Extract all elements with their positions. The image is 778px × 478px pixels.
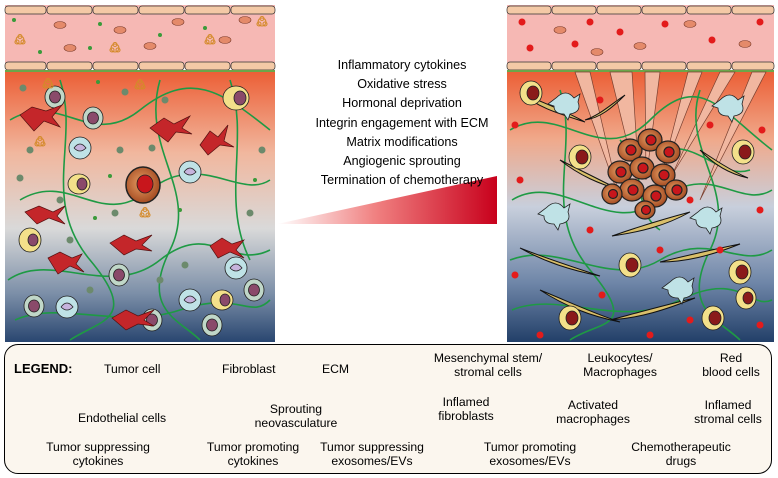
legend-label-suppressing-exosomes-line1: Tumor suppressing [320,440,424,454]
stimulus-item: Integrin engagement with ECM [315,115,489,130]
legend-label-tumor-cell: Tumor cell [104,362,161,376]
legend-title: LEGEND: [14,361,73,376]
legend-label-promoting-cytokines-line1: Tumor promoting [206,440,300,454]
legend-label-ecm: ECM [322,362,350,376]
stimulus-gradient-wedge [277,176,497,224]
left-fibroblasts [19,104,246,331]
legend-label-leukocytes: Leukocytes/ Macrophages [578,351,662,379]
right-tumor-cluster [601,128,688,220]
legend-label-rbc: Red blood cells [693,351,769,379]
legend-label-fibroblast: Fibroblast [222,362,276,376]
stimulus-item: Matrix modifications [346,134,458,149]
right-inflamed-stromal-cells [519,80,757,331]
left-vessel-bottom-endothelium [4,61,276,71]
legend-label-msc: Mesenchymal stem/ stromal cells [430,351,546,379]
stimulus-item: Termination of chemotherapy [320,173,484,188]
stimulus-item: Hormonal deprivation [342,96,462,111]
left-vessel-top-endothelium [4,5,276,15]
legend-label-promoting-exosomes-line2: exosomes/EVs [489,453,571,468]
legend-label-activated-macrophages: Activated macrophages [548,398,638,426]
legend-label-inflamed-fibroblasts-line2: fibroblasts [438,408,494,423]
legend-label-rbc-line2: blood cells [702,364,760,379]
right-vessel-rbcs [553,20,752,56]
legend-label-chemo-drugs: Chemotherapeutic drugs [622,440,740,468]
legend-label-sprouting-line1: Sprouting [269,402,323,416]
legend-label-leukocytes-line1: Leukocytes/ [587,351,653,365]
left-panel [4,5,276,342]
legend-label-msc-line1: Mesenchymal stem/ [433,351,543,365]
right-red-cytokines [511,96,766,339]
stimulus-item: Inflammatory cytokines [337,58,467,72]
legend-label-suppressing-cytokines-line2: cytokines [72,453,124,468]
right-vessel-top-endothelium [506,5,775,15]
legend-label-inflamed-stromal-line2: stromal cells [694,411,762,426]
left-tumor-cell [125,166,161,204]
legend-label-activated-macrophages-line2: macrophages [556,411,630,426]
legend-box [4,344,772,474]
legend-label-inflamed-stromal-line1: Inflamed [704,398,752,412]
left-chemo-drugs [14,15,268,218]
legend-label-endothelial: Endothelial cells [78,411,167,425]
legend-label-sprouting-line2: neovasculature [254,415,338,430]
legend-label-suppressing-exosomes-line2: exosomes/EVs [331,453,413,468]
legend-label-msc-line2: stromal cells [454,364,522,379]
legend-label-suppressing-cytokines-line1: Tumor suppressing [46,440,150,454]
right-vessel [507,5,774,68]
legend-label-inflamed-fibroblasts-line1: Inflamed [442,395,490,409]
stimulus-item: Angiogenic sprouting [343,154,461,169]
right-activated-macrophages [537,92,745,305]
right-vessel-red-cytokines [518,18,764,52]
left-vessel-rbcs [53,16,252,52]
left-green-exosomes [12,18,257,220]
legend-label-sprouting: Sprouting neovasculature [246,402,346,430]
left-stromal-cells [18,85,265,337]
stimuli-list: Inflammatory cytokines Oxidative stress … [282,56,522,190]
legend-label-chemo-drugs-line1: Chemotherapeutic [631,440,731,454]
legend-label-leukocytes-line2: Macrophages [583,364,657,379]
legend-label-suppressing-exosomes: Tumor suppressing exosomes/EVs [310,440,434,468]
legend-label-inflamed-stromal: Inflamed stromal cells [688,398,768,426]
legend-label-activated-macrophages-line1: Activated [567,398,619,412]
legend-label-inflamed-fibroblasts: Inflamed fibroblasts [428,395,504,423]
legend-label-promoting-cytokines-line2: cytokines [227,453,279,468]
legend-label-promoting-exosomes-line1: Tumor promoting [483,440,577,454]
legend-label-suppressing-cytokines: Tumor suppressing cytokines [28,440,168,468]
right-panel [506,5,775,342]
left-green-cytokines [16,84,266,294]
left-vessel [5,5,275,68]
legend-label-chemo-drugs-line2: drugs [665,453,697,468]
legend-label-rbc-line1: Red [719,351,743,365]
legend-label-promoting-cytokines: Tumor promoting cytokines [198,440,308,468]
legend-label-promoting-exosomes: Tumor promoting exosomes/EVs [474,440,586,468]
left-leukocytes [55,136,248,319]
right-vessel-bottom-endothelium [506,61,775,71]
stimulus-item: Oxidative stress [357,77,447,92]
